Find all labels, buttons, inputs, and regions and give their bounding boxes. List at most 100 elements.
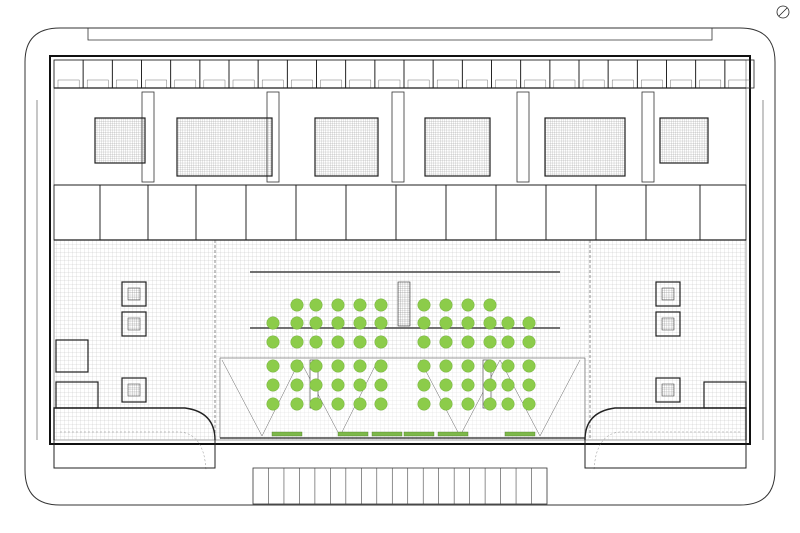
unit-top — [403, 59, 434, 89]
tree — [417, 316, 431, 330]
unit-lower — [147, 184, 197, 241]
unit-top — [491, 59, 522, 89]
stair-cores — [55, 281, 747, 409]
courtyard — [544, 117, 626, 177]
planter — [271, 431, 303, 437]
unit-balcony — [203, 79, 226, 89]
tree — [439, 298, 453, 312]
stair-flight — [127, 317, 141, 331]
courtyard — [659, 117, 709, 164]
tree — [522, 378, 536, 392]
unit-top — [316, 59, 347, 89]
unit-top — [199, 59, 230, 89]
unit-balcony — [291, 79, 313, 89]
unit-top — [53, 59, 84, 89]
tree-grid — [266, 298, 536, 411]
unit-top — [695, 59, 726, 89]
unit-top — [170, 59, 201, 89]
unit-lower — [445, 184, 497, 241]
unit-balcony — [436, 79, 459, 89]
service-shaft — [391, 91, 405, 183]
unit-lower — [545, 184, 597, 241]
tree — [501, 359, 515, 373]
unit-balcony — [378, 79, 401, 89]
tree — [353, 378, 367, 392]
unit-balcony — [349, 79, 372, 89]
tree — [483, 316, 497, 330]
courtyard — [314, 117, 379, 177]
planters — [271, 431, 536, 437]
tree — [461, 397, 475, 411]
tree — [290, 397, 304, 411]
lobby — [55, 339, 89, 373]
tree — [331, 335, 345, 349]
service-shaft — [516, 91, 530, 183]
tree — [522, 397, 536, 411]
unit-balcony — [86, 79, 109, 89]
unit-top — [432, 59, 463, 89]
parking-area — [252, 467, 548, 505]
tree — [417, 335, 431, 349]
unit-top — [607, 59, 638, 89]
unit-top — [636, 59, 667, 89]
unit-balcony — [145, 79, 167, 89]
unit-top — [141, 59, 172, 89]
tree — [331, 316, 345, 330]
tree — [309, 335, 323, 349]
tree — [309, 378, 323, 392]
courtyard — [94, 117, 146, 164]
tree — [331, 298, 345, 312]
tree — [374, 397, 388, 411]
service-shaft — [641, 91, 655, 183]
stair-flight — [661, 287, 675, 301]
tree — [439, 316, 453, 330]
tree — [417, 397, 431, 411]
stair-flight — [127, 383, 141, 397]
unit-lower — [699, 184, 747, 241]
unit-balcony — [466, 79, 488, 89]
tree — [290, 335, 304, 349]
tree — [501, 316, 515, 330]
unit-top — [666, 59, 697, 89]
tree — [353, 298, 367, 312]
unit-top — [520, 59, 551, 89]
unit-balcony — [641, 79, 663, 89]
unit-balcony — [524, 79, 547, 89]
unit-top — [461, 59, 492, 89]
unit-balcony — [232, 79, 255, 89]
lobby — [55, 381, 99, 409]
unit-balcony — [407, 79, 430, 89]
unit-balcony — [116, 79, 138, 89]
tree — [417, 378, 431, 392]
tree — [374, 335, 388, 349]
tree — [417, 359, 431, 373]
planter — [437, 431, 469, 437]
tree — [417, 298, 431, 312]
north-marker — [776, 5, 790, 19]
tree — [374, 316, 388, 330]
unit-lower — [395, 184, 447, 241]
tree — [331, 359, 345, 373]
unit-top — [111, 59, 142, 89]
tree — [331, 397, 345, 411]
unit-top — [374, 59, 405, 89]
plaza-floor — [54, 239, 746, 440]
tree — [309, 359, 323, 373]
unit-top — [82, 59, 113, 89]
tree — [483, 335, 497, 349]
unit-top — [549, 59, 580, 89]
stair-flight — [127, 287, 141, 301]
stair-core — [655, 377, 681, 403]
unit-balcony — [320, 79, 342, 89]
tree — [483, 298, 497, 312]
unit-lower — [245, 184, 297, 241]
tree — [374, 298, 388, 312]
unit-lower — [53, 184, 101, 241]
tree — [266, 335, 280, 349]
planter — [403, 431, 435, 437]
tree — [439, 397, 453, 411]
tree — [309, 298, 323, 312]
stair-core — [655, 311, 681, 337]
tree — [461, 359, 475, 373]
